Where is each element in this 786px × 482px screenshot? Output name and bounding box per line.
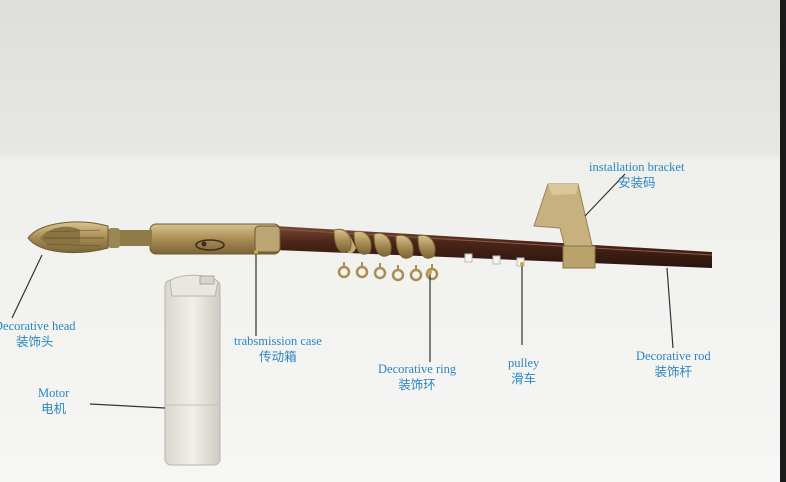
installation-bracket: [533, 183, 596, 269]
decorative-head: [27, 221, 152, 254]
label-decorative-ring: Decorative ring 装饰环: [378, 362, 456, 392]
decorative-rings: [333, 228, 439, 282]
label-pulley-cn: 滑车: [511, 371, 537, 386]
label-pulley: pulley 滑车: [508, 356, 539, 386]
label-decorative-head: Decorative head 装饰头: [0, 319, 76, 349]
label-pulley-en: pulley: [508, 356, 540, 370]
label-installation-bracket-cn: 安装码: [617, 175, 656, 190]
label-decorative-head-en: Decorative head: [0, 319, 76, 333]
label-installation-bracket: installation bracket 安装码: [589, 160, 684, 190]
transmission-case: [149, 223, 281, 255]
label-transmission-case-en: trabsmission case: [234, 334, 322, 348]
label-decorative-rod: Decorative rod 装饰杆: [636, 349, 711, 379]
label-decorative-head-cn: 装饰头: [16, 334, 54, 349]
label-decorative-ring-cn: 装饰环: [398, 377, 436, 392]
label-motor-cn: 电机: [41, 401, 67, 416]
leader-lines: [11, 173, 674, 409]
label-decorative-ring-en: Decorative ring: [378, 362, 457, 376]
label-transmission-case-cn: 传动箱: [259, 349, 297, 364]
motor: [164, 274, 221, 466]
label-installation-bracket-en: installation bracket: [589, 160, 685, 174]
label-motor: Motor 电机: [38, 386, 69, 416]
frame-edge: [780, 0, 786, 482]
label-decorative-rod-cn: 装饰杆: [654, 364, 693, 379]
label-motor-en: Motor: [38, 386, 70, 400]
label-decorative-rod-en: Decorative rod: [636, 349, 711, 363]
label-transmission-case: trabsmission case 传动箱: [234, 334, 322, 364]
anchor-dots: [254, 250, 524, 274]
pulleys: [464, 253, 525, 267]
